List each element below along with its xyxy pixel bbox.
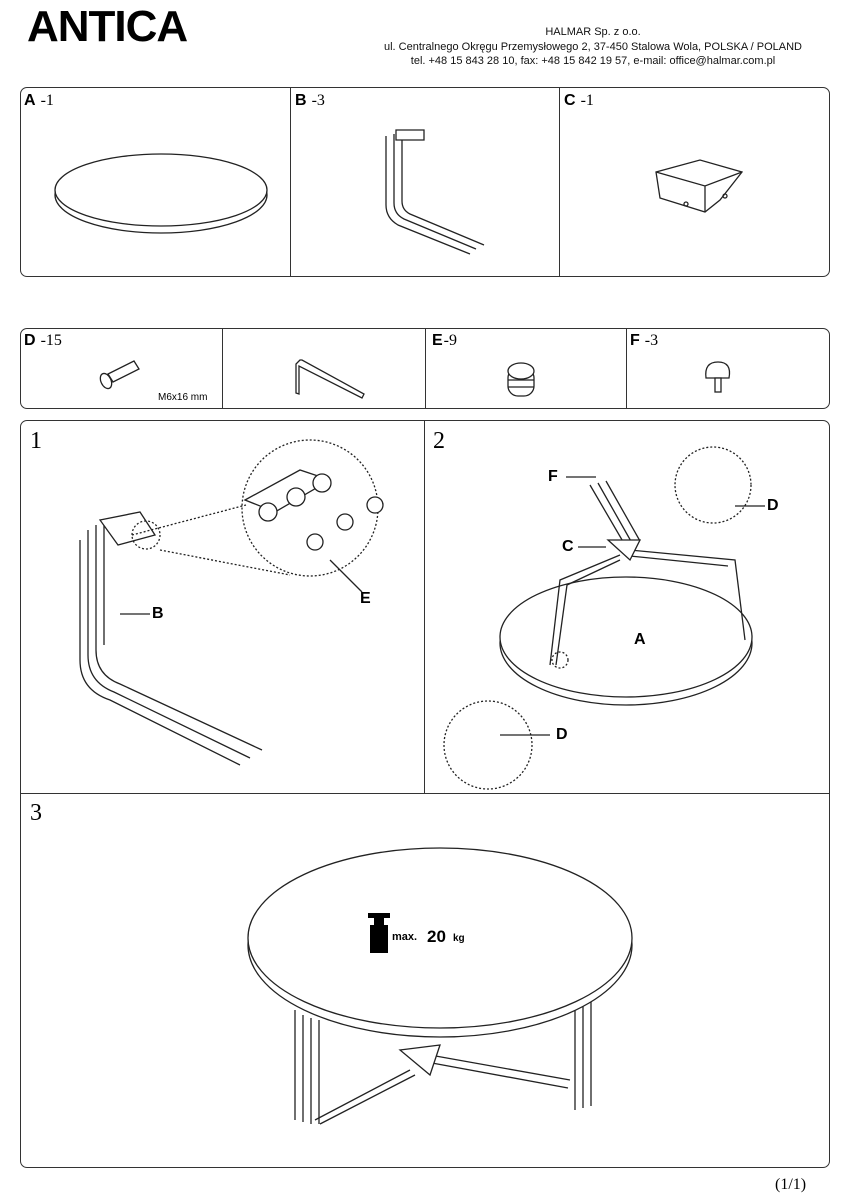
parts-panel-hardware	[20, 328, 830, 409]
divider	[424, 421, 425, 794]
divider	[559, 88, 560, 276]
part-c-label: C-1	[564, 92, 594, 109]
part-d-label: D-15	[24, 332, 62, 349]
max-load-unit: kg	[453, 933, 465, 944]
divider	[626, 329, 627, 408]
part-d-size: M6x16 mm	[158, 392, 208, 403]
part-f-label: F-3	[630, 332, 659, 349]
foot-glide-icon	[705, 361, 731, 393]
company-contact: tel. +48 15 843 28 10, fax: +48 15 842 1…	[410, 55, 776, 67]
part-b-label: B-3	[295, 92, 325, 109]
callout-f: F	[548, 468, 558, 485]
end-cap-icon	[507, 362, 535, 397]
screw-icon	[99, 360, 140, 390]
parts-panel-large	[20, 87, 830, 277]
product-title: ANTICA	[27, 2, 188, 51]
divider	[425, 329, 426, 408]
step-2-drawing	[443, 446, 765, 790]
step-1-number: 1	[30, 428, 42, 454]
callout-a: A	[634, 631, 646, 648]
company-address: ul. Centralnego Okręgu Przemysłowego 2, …	[383, 40, 802, 53]
company-info: HALMAR Sp. z o.o. ul. Centralnego Okręgu…	[360, 25, 826, 69]
part-a-label: A-1	[24, 92, 54, 109]
callout-d-top: D	[767, 497, 779, 514]
part-a-tabletop-drawing	[54, 153, 268, 234]
step-1-drawing	[79, 439, 384, 766]
callout-e: E	[360, 590, 371, 607]
steps-panel	[20, 420, 830, 1168]
max-load-value: 20	[427, 927, 446, 946]
divider	[222, 329, 223, 408]
callout-d-bottom: D	[556, 726, 568, 743]
page-number: (1/1)	[775, 1176, 807, 1193]
callout-c: C	[562, 538, 574, 555]
divider	[21, 793, 829, 794]
allen-key-icon	[295, 359, 365, 399]
company-name: HALMAR Sp. z o.o.	[545, 26, 641, 38]
part-b-leg-drawing	[385, 129, 485, 255]
callout-b: B	[152, 605, 164, 622]
step-3-drawing	[247, 847, 633, 1125]
part-e-label: E-9	[432, 332, 457, 349]
max-load-label: max.	[392, 931, 418, 943]
part-c-bracket-drawing	[655, 159, 744, 213]
divider	[290, 88, 291, 276]
step-2-number: 2	[433, 428, 445, 454]
step-3-number: 3	[30, 800, 42, 826]
